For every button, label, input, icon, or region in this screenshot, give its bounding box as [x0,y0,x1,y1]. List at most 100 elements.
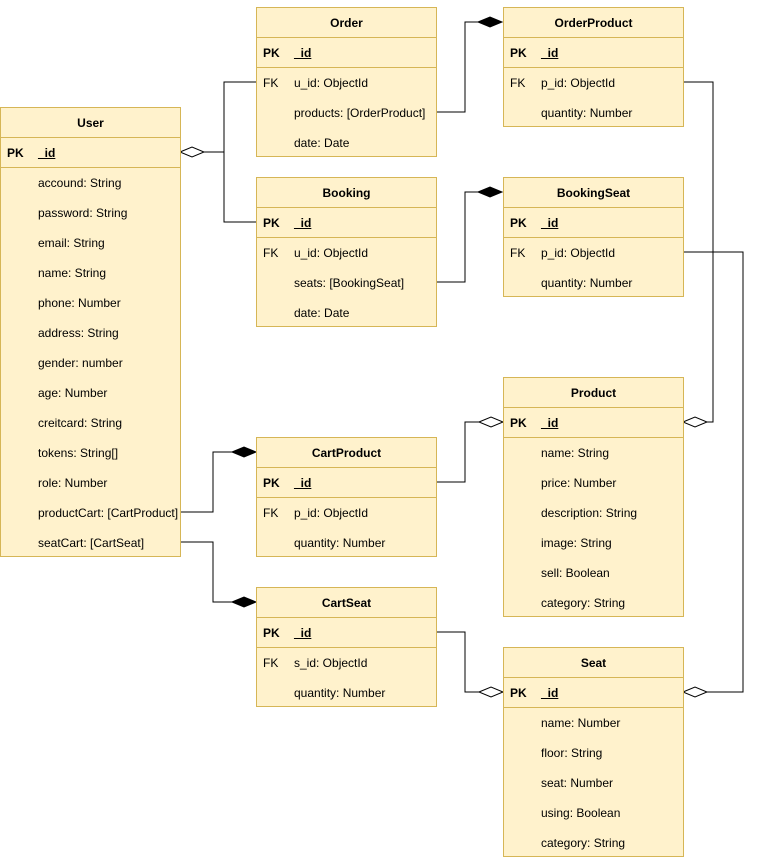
field-row[interactable]: category: String [504,588,683,618]
field-name-label: image: String [541,536,612,550]
field-row[interactable]: age: Number [1,378,180,408]
field-row[interactable]: email: String [1,228,180,258]
field-key-label: PK [263,46,280,60]
field-row[interactable]: password: String [1,198,180,228]
field-row[interactable]: name: Number [504,708,683,738]
field-row[interactable]: quantity: Number [504,98,683,128]
field-name-label: productCart: [CartProduct] [38,506,179,520]
field-name-label: quantity: Number [541,106,633,120]
connector-user-order [204,81,256,153]
primary-key-row[interactable]: PK_id [504,38,683,68]
field-row[interactable]: products: [OrderProduct] [257,98,436,128]
field-row[interactable]: quantity: Number [257,528,436,558]
field-row[interactable]: quantity: Number [257,678,436,708]
field-row[interactable]: date: Date [257,128,436,158]
field-row[interactable]: seat: Number [504,768,683,798]
field-name-label: p_id: ObjectId [541,246,616,260]
field-name-label: p_id: ObjectId [541,76,616,90]
field-name-label: price: Number [541,476,617,490]
field-row[interactable]: productCart: [CartProduct] [1,498,180,528]
field-name-label: name: String [541,446,610,460]
field-row[interactable]: price: Number [504,468,683,498]
field-name-label: using: Boolean [541,806,621,820]
field-key-label: PK [7,146,24,160]
field-name-label: category: String [541,596,626,610]
field-row[interactable]: quantity: Number [504,268,683,298]
field-name-label: quantity: Number [541,276,633,290]
field-name-label: _id [294,476,312,490]
field-key-label: PK [263,216,280,230]
field-row[interactable]: gender: number [1,348,180,378]
primary-key-row[interactable]: PK_id [257,208,436,238]
field-row[interactable]: address: String [1,318,180,348]
field-key-label: PK [510,416,527,430]
connector-booking-bookingseat [436,191,478,283]
connector-order-orderproduct [436,21,478,113]
field-name-label: tokens: String[] [38,446,119,460]
field-row[interactable]: using: Boolean [504,798,683,828]
field-row[interactable]: seats: [BookingSeat] [257,268,436,298]
primary-key-row[interactable]: PK_id [1,138,180,168]
field-row[interactable]: floor: String [504,738,683,768]
primary-key-row[interactable]: PK_id [504,678,683,708]
field-row[interactable]: description: String [504,498,683,528]
connector-cartproduct-product [436,421,479,483]
field-name-label: phone: Number [38,296,121,310]
field-row[interactable]: category: String [504,828,683,858]
field-name-label: products: [OrderProduct] [294,106,426,120]
field-row[interactable]: tokens: String[] [1,438,180,468]
field-name-label: quantity: Number [294,536,386,550]
filled-diamond-orderproduct [476,16,504,28]
field-row[interactable]: accound: String [1,168,180,198]
field-row[interactable]: creitcard: String [1,408,180,438]
field-row[interactable]: name: String [1,258,180,288]
field-name-label: _id [294,46,312,60]
field-name-label: creitcard: String [38,416,123,430]
field-name-label: u_id: ObjectId [294,76,369,90]
field-name-label: seat: Number [541,776,614,790]
entity-title: Booking [257,178,436,208]
field-name-label: s_id: ObjectId [294,656,368,670]
field-name-label: date: Date [294,136,350,150]
primary-key-row[interactable]: PK_id [504,208,683,238]
primary-key-row[interactable]: PK_id [257,468,436,498]
field-row[interactable]: image: String [504,528,683,558]
field-name-label: p_id: ObjectId [294,506,369,520]
field-row[interactable]: name: String [504,438,683,468]
field-name-label: name: String [38,266,107,280]
entity-title: BookingSeat [504,178,683,208]
field-row[interactable]: date: Date [257,298,436,328]
field-key-label: FK [263,246,279,260]
field-name-label: role: Number [38,476,108,490]
field-row[interactable]: phone: Number [1,288,180,318]
field-name-label: sell: Boolean [541,566,610,580]
field-row[interactable]: role: Number [1,468,180,498]
field-row[interactable]: sell: Boolean [504,558,683,588]
primary-key-row[interactable]: PK_id [504,408,683,438]
field-name-label: age: Number [38,386,108,400]
primary-key-row[interactable]: PK_id [257,618,436,648]
field-row[interactable]: seatCart: [CartSeat] [1,528,180,558]
entity-title: CartSeat [257,588,436,618]
field-name-label: accound: String [38,176,122,190]
field-name-label: _id [541,686,559,700]
field-name-label: address: String [38,326,119,340]
hollow-diamond-user [178,146,206,158]
primary-key-row[interactable]: PK _id [257,38,436,68]
